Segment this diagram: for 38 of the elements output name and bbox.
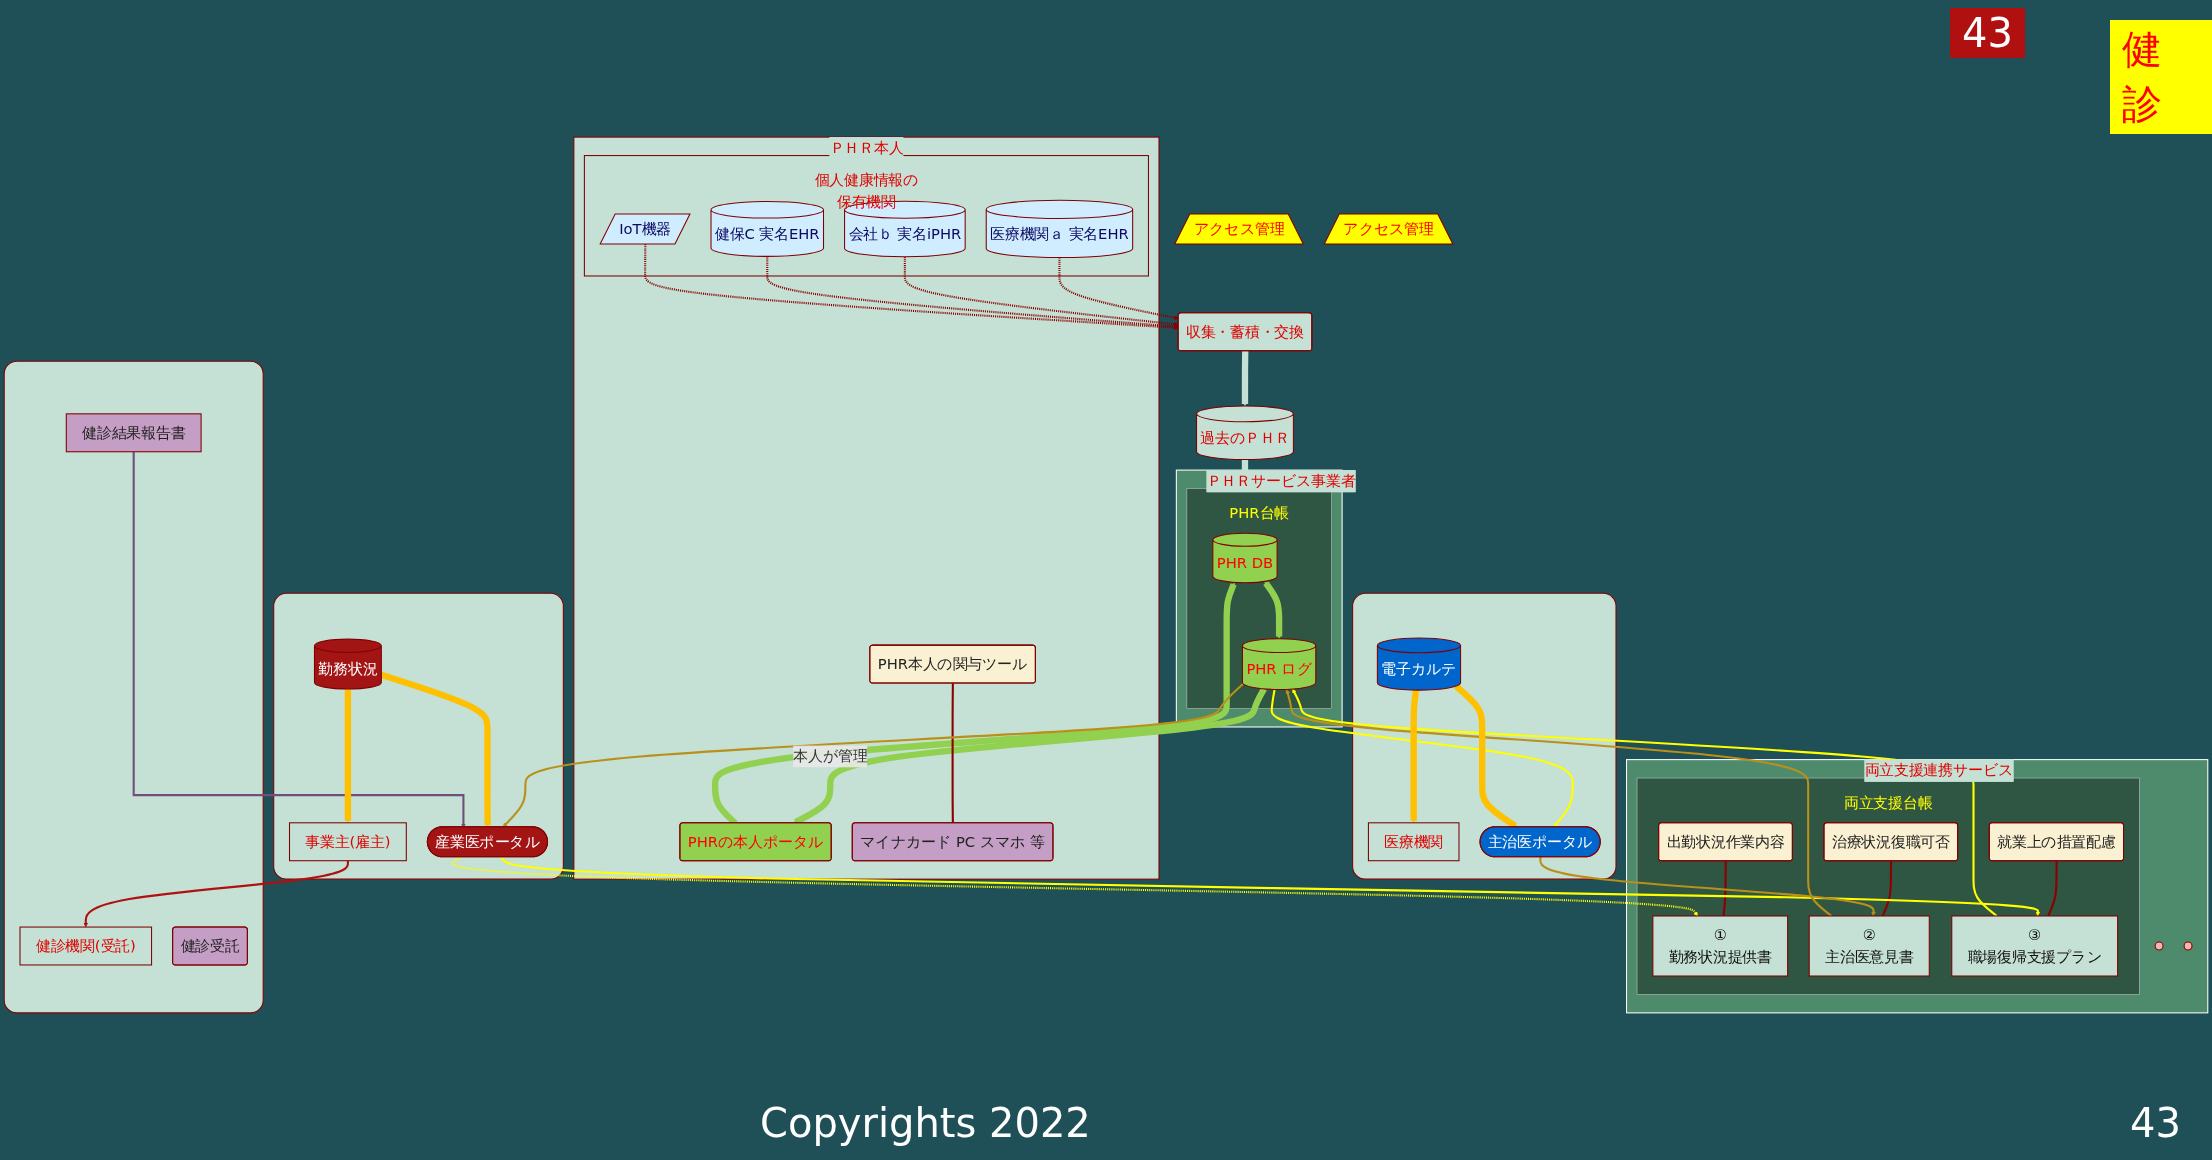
- arrow: [500, 856, 2041, 917]
- cluster: [3, 360, 264, 1014]
- arrow: [1241, 350, 1249, 407]
- cluster: [1352, 592, 1617, 880]
- arrow: [1410, 689, 1420, 823]
- arrow: [1058, 257, 1179, 320]
- node-ellipse: [2183, 941, 2193, 951]
- arrow: [903, 256, 1179, 327]
- cluster: [273, 592, 564, 880]
- edge-label: 本人が管理: [793, 747, 868, 765]
- node-box: ① 勤務状況提供書: [1652, 915, 1789, 977]
- arrow: [1292, 688, 1998, 917]
- connector: [1722, 860, 1727, 917]
- connector: [1881, 860, 1893, 917]
- node-box: 健診機関(受託): [19, 926, 153, 966]
- arrow: [1263, 581, 1283, 639]
- copyright-notice: Copyrights 2022: [760, 1100, 1091, 1146]
- connector: [951, 683, 954, 824]
- arrow: [452, 856, 1698, 917]
- node-box: 健診結果報告書: [65, 413, 202, 453]
- node-box: ② 主治医意見書: [1808, 915, 1930, 977]
- arrow: [1539, 857, 1876, 917]
- node-ellipse: [2154, 941, 2164, 951]
- arrow: [644, 244, 1179, 330]
- side-note: 健診: [2110, 20, 2212, 134]
- arrow: [132, 451, 466, 828]
- page-number-badge: 43: [1950, 8, 2025, 58]
- arrow: [1285, 689, 1833, 917]
- arrow: [766, 256, 1179, 329]
- arrow: [380, 671, 491, 828]
- node-box: ③ 職場復帰支援プラン: [1951, 915, 2119, 977]
- connector: [2047, 860, 2058, 917]
- node-box: 医療機関: [1367, 822, 1460, 862]
- node-box: 事業主(雇主): [288, 822, 407, 862]
- arrow: [83, 860, 349, 928]
- arrow: [1270, 689, 1574, 828]
- arrow: [502, 683, 1244, 828]
- page-number: 43: [2130, 1100, 2181, 1146]
